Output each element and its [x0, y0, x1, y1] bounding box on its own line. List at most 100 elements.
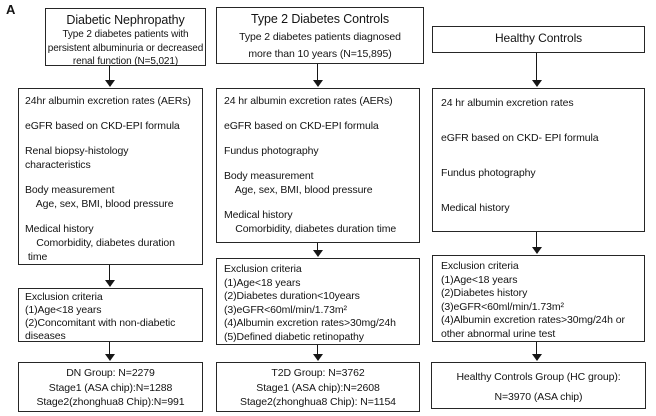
- text-line: (3)eGFR<60ml/min/1.73m²: [441, 300, 564, 313]
- arrow-shaft: [316, 64, 319, 80]
- arrow-head-icon: [312, 354, 323, 361]
- text-line: characteristics: [25, 159, 91, 171]
- line-group: Renal biopsy-histology characteristics: [25, 144, 196, 172]
- text-line: (3)eGFR<60ml/min/1.73m²: [224, 303, 347, 316]
- arrow-shaft: [108, 66, 111, 80]
- text-line: eGFR based on CKD-EPI formula: [25, 120, 180, 132]
- text-line: Stage2(zhonghua8 Chip):N=991: [36, 396, 185, 408]
- line-group: Body measurement Age, sex, BMI, blood pr…: [25, 183, 196, 211]
- down-arrow: [312, 345, 323, 361]
- arrow-shaft: [316, 243, 319, 250]
- arrow-shaft: [108, 265, 111, 280]
- dn-exclusion-box: Exclusion criteria (1)Age<18 years (2)Co…: [18, 288, 203, 342]
- down-arrow: [531, 53, 542, 87]
- text-line: Comorbidity, diabetes duration: [25, 237, 175, 249]
- arrow-head-icon: [104, 80, 115, 87]
- text-line: Medical history: [441, 202, 510, 214]
- text-line: other abnormal urine test: [441, 327, 556, 340]
- text-line: (4)Albumin excretion rates>30mg/24h or: [441, 314, 625, 326]
- dn-header-box: Diabetic Nephropathy Type 2 diabetes pat…: [45, 8, 206, 67]
- line-group: eGFR based on CKD-EPI formula: [25, 119, 196, 133]
- down-arrow: [312, 64, 323, 87]
- text-line: eGFR based on CKD- EPI formula: [441, 132, 599, 144]
- down-arrow: [531, 342, 542, 361]
- text-line: Stage2(zhonghua8 Chip): N=1154: [240, 396, 396, 408]
- text-line: (2)Diabetes duration<10years: [224, 290, 360, 302]
- line-group: 24 hr albumin excretion rates: [441, 96, 636, 110]
- arrow-shaft: [316, 345, 319, 354]
- text-line: Exclusion criteria: [441, 260, 519, 272]
- text-line: Age, sex, BMI, blood pressure: [25, 198, 174, 210]
- arrow-shaft: [535, 232, 538, 247]
- line-group: Medical history Comorbidity, diabetes du…: [224, 208, 412, 236]
- t2d-assessments-box: 24 hr albumin excretion rates (AERs) eGF…: [216, 88, 420, 243]
- arrow-head-icon: [104, 354, 115, 361]
- box-title: Type 2 Diabetes Controls: [251, 12, 389, 26]
- hc-result-box: Healthy Controls Group (HC group): N=397…: [431, 362, 646, 409]
- arrow-shaft: [535, 342, 538, 354]
- dn-result-box: DN Group: N=2279 Stage1 (ASA chip):N=128…: [18, 362, 203, 412]
- text-line: (1)Age<18 years: [441, 273, 518, 286]
- text-line: Medical history: [25, 223, 94, 235]
- arrow-shaft: [108, 342, 111, 354]
- box-title: Healthy Controls: [494, 31, 583, 45]
- line-group: Medical history: [441, 201, 636, 215]
- line-group: Fundus photography: [441, 166, 636, 180]
- down-arrow: [312, 243, 323, 257]
- text-line: Comorbidity, diabetes duration time: [224, 223, 397, 235]
- down-arrow: [104, 66, 115, 87]
- text-line: Healthy Controls Group (HC group):: [456, 371, 621, 383]
- hc-header-box: Healthy Controls: [432, 26, 645, 53]
- text-line: Medical history: [224, 209, 293, 221]
- line-group: Fundus photography: [224, 144, 412, 158]
- text-line: Body measurement: [224, 170, 314, 182]
- t2d-header-box: Type 2 Diabetes Controls Type 2 diabetes…: [216, 7, 424, 64]
- t2d-result-box: T2D Group: N=3762 Stage1 (ASA chip):N=26…: [216, 362, 420, 412]
- line-group: eGFR based on CKD-EPI formula: [224, 119, 412, 133]
- box-title: Diabetic Nephropathy: [66, 13, 185, 27]
- text-line: Stage1 (ASA chip):N=2608: [256, 381, 380, 394]
- text-line: renal function (N=5,021): [72, 56, 179, 67]
- t2d-exclusion-box: Exclusion criteria (1)Age<18 years (2)Di…: [216, 258, 420, 345]
- hc-exclusion-box: Exclusion criteria (1)Age<18 years (2)Di…: [432, 255, 645, 342]
- arrow-head-icon: [104, 280, 115, 287]
- text-line: Exclusion criteria: [224, 263, 302, 275]
- text-line: time: [25, 251, 48, 263]
- text-line: Fundus photography: [441, 167, 536, 179]
- text-line: Type 2 diabetes patients diagnosed: [239, 31, 401, 43]
- hc-assessments-box: 24 hr albumin excretion rates eGFR based…: [432, 88, 645, 232]
- text-line: eGFR based on CKD-EPI formula: [224, 120, 379, 132]
- text-line: (5)Defined diabetic retinopathy: [224, 330, 364, 343]
- text-line: 24hr albumin excretion rates (AERs): [25, 95, 191, 107]
- text-line: Fundus photography: [224, 145, 319, 157]
- down-arrow: [104, 265, 115, 287]
- text-line: (2)Diabetes history: [441, 287, 528, 299]
- arrow-shaft: [535, 53, 538, 80]
- down-arrow: [104, 342, 115, 361]
- text-line: Stage1 (ASA chip):N=1288: [48, 381, 173, 394]
- text-line: (4)Albumin excretion rates>30mg/24h: [224, 317, 396, 329]
- text-line: Body measurement: [25, 184, 115, 196]
- text-line: (1)Age<18 years: [224, 276, 301, 289]
- text-line: persistent albuminuria or decreased: [47, 42, 204, 54]
- arrow-head-icon: [531, 354, 542, 361]
- dn-assessments-box: 24hr albumin excretion rates (AERs) eGFR…: [18, 88, 203, 265]
- text-line: Type 2 diabetes patients with: [62, 29, 189, 40]
- text-line: 24 hr albumin excretion rates (AERs): [224, 95, 393, 107]
- text-line: more than 10 years (N=15,895): [248, 48, 392, 60]
- line-group: Medical history Comorbidity, diabetes du…: [25, 222, 196, 264]
- text-line: (2)Concomitant with non-diabetic: [25, 317, 176, 329]
- text-line: N=3970 (ASA chip): [494, 391, 583, 403]
- text-line: diseases: [25, 330, 66, 342]
- line-group: 24hr albumin excretion rates (AERs): [25, 94, 196, 108]
- text-line: Renal biopsy-histology: [25, 145, 129, 157]
- arrow-head-icon: [531, 247, 542, 254]
- panel-label: A: [6, 2, 16, 17]
- text-line: DN Group: N=2279: [66, 367, 155, 379]
- line-group: eGFR based on CKD- EPI formula: [441, 131, 636, 145]
- text-line: T2D Group: N=3762: [271, 367, 365, 379]
- down-arrow: [531, 232, 542, 254]
- arrow-head-icon: [312, 250, 323, 257]
- line-group: Body measurement Age, sex, BMI, blood pr…: [224, 169, 412, 197]
